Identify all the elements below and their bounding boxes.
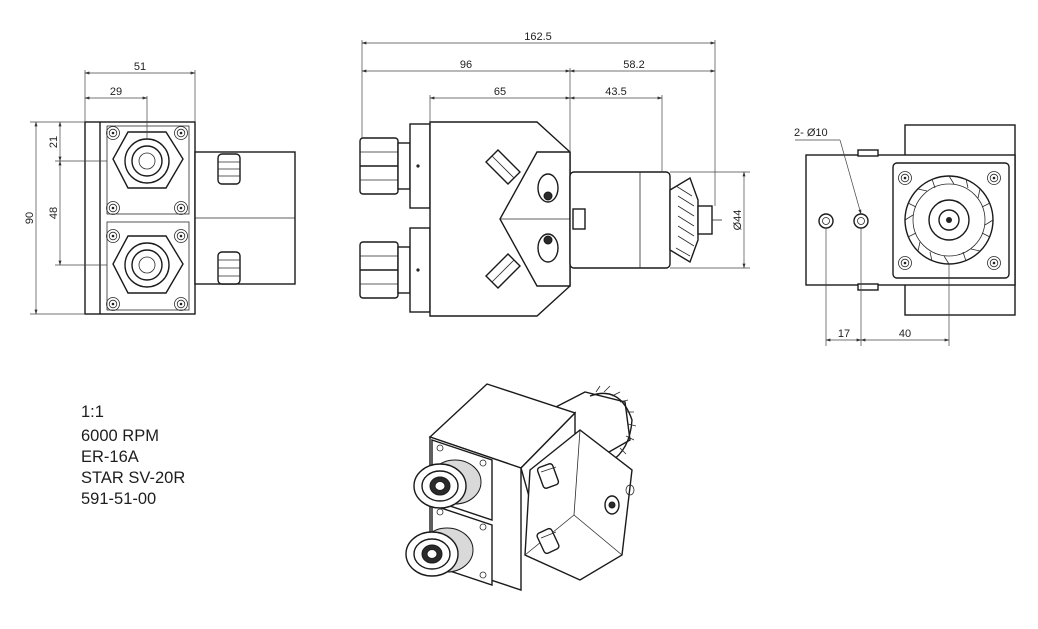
dim-side-total: 162.5 xyxy=(524,31,552,43)
dim-rear-40: 40 xyxy=(899,328,911,340)
spec-speed: 6000 RPM xyxy=(81,427,159,445)
dim-side-65: 65 xyxy=(494,86,506,98)
rear-bevel-gear xyxy=(904,175,994,265)
spec-part-number: 591-51-00 xyxy=(81,490,157,508)
side-view: 162.5 96 58.2 65 43.5 Ø44 xyxy=(359,31,750,317)
dim-front-top: 21 xyxy=(48,136,60,148)
front-fitting-lower xyxy=(217,251,241,285)
front-collet-lower xyxy=(106,221,190,311)
dim-side-58: 58.2 xyxy=(623,59,644,71)
iso-fitting-upper xyxy=(536,463,560,489)
side-collet-upper xyxy=(359,123,431,209)
side-bevel-gear xyxy=(669,176,722,264)
dim-side-43: 43.5 xyxy=(605,86,626,98)
dim-front-height: 90 xyxy=(24,212,36,224)
dim-rear-17: 17 xyxy=(838,328,850,340)
dim-front-pitch: 48 xyxy=(48,207,60,219)
side-collet-lower xyxy=(359,227,431,313)
front-flange xyxy=(84,121,196,315)
front-fitting-upper xyxy=(217,153,241,185)
rear-view: 2- Ø10 17 40 xyxy=(794,124,1016,346)
side-fitting-upper xyxy=(485,149,521,185)
isometric-view xyxy=(405,383,637,591)
iso-fitting-lower xyxy=(536,527,560,555)
iso-collet-upper xyxy=(413,459,482,509)
spec-collet: ER-16A xyxy=(81,448,139,466)
dim-side-96: 96 xyxy=(460,59,472,71)
dim-front-width: 51 xyxy=(134,61,146,73)
iso-collet-lower xyxy=(405,527,474,577)
side-fitting-lower xyxy=(485,253,521,289)
dim-rear-holes: 2- Ø10 xyxy=(794,127,828,139)
dim-front-half: 29 xyxy=(110,86,122,98)
spec-scale: 1:1 xyxy=(81,403,104,421)
dim-side-diameter: Ø44 xyxy=(732,210,744,231)
spec-machine: STAR SV-20R xyxy=(81,469,186,487)
front-view: 51 29 90 21 48 xyxy=(24,61,296,315)
